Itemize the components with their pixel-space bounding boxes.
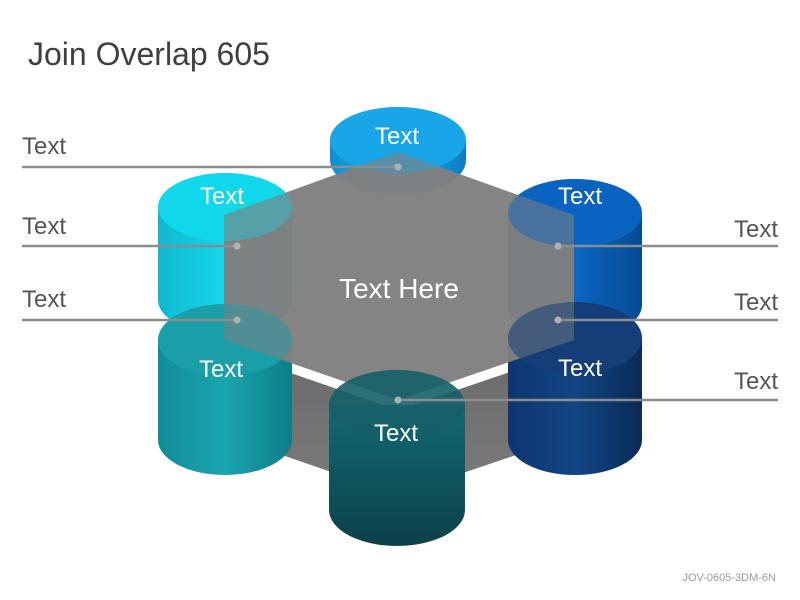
cylinder-bottom-label: Text — [374, 420, 418, 447]
cylinder-upper-right-label: Text — [558, 183, 602, 210]
page-title: Join Overlap 605 — [28, 36, 270, 72]
cylinder-top-label: Text — [375, 123, 419, 150]
overlap-upper-left — [158, 173, 292, 241]
hexagon-top — [224, 152, 574, 400]
side-label-left-1: Text — [22, 133, 66, 160]
overlap-upper-right — [508, 179, 642, 247]
cylinder-bottom — [329, 370, 465, 546]
side-label-left-2: Text — [22, 213, 66, 240]
connector-dot — [554, 316, 562, 324]
connector-dot — [233, 242, 241, 250]
connector-dot — [394, 396, 402, 404]
side-label-right-3: Text — [734, 368, 778, 395]
cylinder-lower-left-label: Text — [199, 356, 243, 383]
connector-dot — [394, 163, 402, 171]
connector-dot — [554, 242, 562, 250]
side-label-right-1: Text — [734, 216, 778, 243]
center-label: Text Here — [339, 273, 459, 304]
overlap-top — [330, 107, 466, 173]
side-label-right-2: Text — [734, 289, 778, 316]
connector-lines — [22, 165, 778, 402]
footer-code: JOV-0605-3DM-6N — [682, 572, 776, 584]
cylinder-upper-left-label: Text — [200, 183, 244, 210]
cylinder-lower-right-label: Text — [558, 355, 602, 382]
side-label-left-3: Text — [22, 286, 66, 313]
overlap-lower-left — [158, 304, 292, 376]
connector-dot — [233, 316, 241, 324]
